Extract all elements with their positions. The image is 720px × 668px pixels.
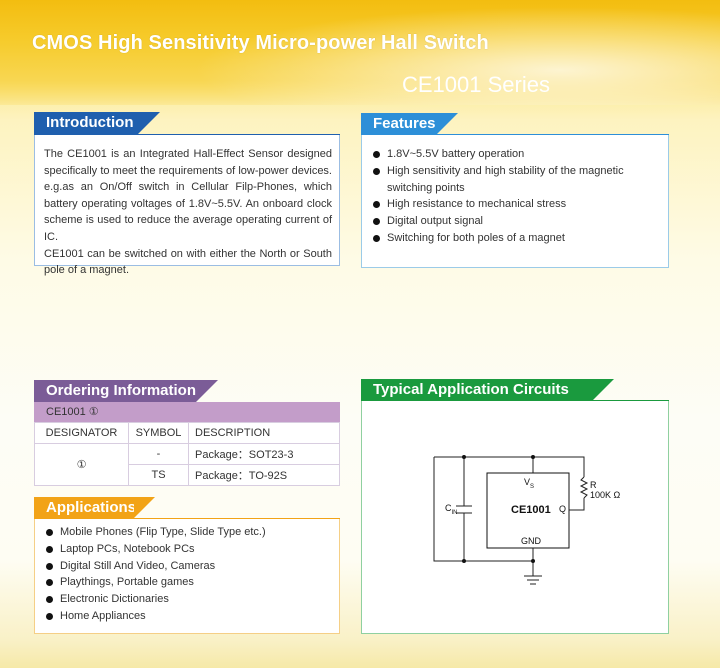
introduction-heading-label: Introduction: [46, 114, 134, 131]
circuit-heading-label: Typical Application Circuits: [373, 381, 569, 398]
list-item: Laptop PCs, Notebook PCs: [46, 541, 336, 558]
list-item: Home Appliances: [46, 608, 336, 625]
description-cell: Package：TO-92S: [188, 464, 340, 486]
junction-dot: [531, 559, 535, 563]
introduction-tab-slant: [138, 112, 160, 134]
vs-text: V: [524, 477, 531, 487]
circuit-tab-slant: [593, 379, 614, 400]
introduction-heading: Introduction: [34, 112, 138, 134]
applications-list: Mobile Phones (Flip Type, Slide Type etc…: [46, 524, 336, 625]
table-row: TS Package：TO-92S: [35, 464, 340, 486]
designator-cell: ①: [34, 443, 129, 486]
list-item: High sensitivity and high stability of t…: [373, 163, 663, 197]
introduction-paragraph: The CE1001 is an Integrated Hall-Effect …: [44, 148, 332, 243]
list-item: Playthings, Portable games: [46, 574, 336, 591]
features-list: 1.8V~5.5V battery operation High sensiti…: [373, 146, 663, 247]
applications-rule: [34, 518, 340, 519]
applications-panel: [34, 518, 340, 634]
list-item: Electronic Dictionaries: [46, 591, 336, 608]
resistor-symbol: [579, 476, 589, 499]
ordering-heading-label: Ordering Information: [46, 382, 196, 399]
list-item: Digital output signal: [373, 213, 663, 230]
column-header: DESIGNATOR: [34, 422, 129, 444]
introduction-paragraph: CE1001 can be switched on with either th…: [44, 247, 332, 277]
resistor-value: 100K Ω: [590, 490, 621, 500]
circuit-heading: Typical Application Circuits: [361, 379, 593, 400]
list-item: Mobile Phones (Flip Type, Slide Type etc…: [46, 524, 336, 541]
list-item: Digital Still And Video, Cameras: [46, 558, 336, 575]
page-title: CMOS High Sensitivity Micro-power Hall S…: [32, 32, 489, 54]
left-bus-wire: [433, 457, 533, 562]
header-banner: [0, 0, 720, 105]
q-wire: [569, 498, 585, 511]
cin-label: CIN: [445, 503, 458, 516]
features-heading: Features: [361, 113, 437, 134]
list-item: Switching for both poles of a magnet: [373, 230, 663, 247]
junction-dot: [462, 455, 466, 459]
applications-heading: Applications: [34, 497, 137, 518]
gnd-label: GND: [521, 536, 541, 546]
resistor-label: R: [590, 480, 597, 490]
table-row: ① - Package：SOT23-3: [34, 443, 340, 486]
cin-subscript: IN: [451, 509, 458, 516]
column-header: DESCRIPTION: [188, 422, 340, 444]
list-item: High resistance to mechanical stress: [373, 196, 663, 213]
symbol-cell: -: [128, 443, 189, 465]
symbol-cell: TS: [128, 464, 189, 486]
introduction-panel: [34, 134, 340, 266]
top-rail-wire: [434, 456, 585, 477]
circuit-panel: [361, 400, 669, 634]
ordering-heading: Ordering Information: [34, 380, 196, 402]
application-circuit-diagram: [433, 455, 589, 585]
junction-dot: [531, 455, 535, 459]
features-tab-slant: [437, 113, 458, 134]
circuit-rule: [361, 400, 669, 401]
features-heading-label: Features: [373, 115, 436, 132]
list-item: 1.8V~5.5V battery operation: [373, 146, 663, 163]
ordering-tab-slant: [196, 380, 218, 402]
table-row: DESIGNATOR SYMBOL DESCRIPTION: [34, 422, 340, 444]
introduction-rule: [34, 134, 340, 135]
ordering-part-number: CE1001 ①: [34, 402, 340, 422]
features-panel: [361, 134, 669, 268]
vs-label: VS: [524, 477, 534, 490]
column-header: SYMBOL: [128, 422, 189, 444]
junction-dot: [462, 559, 466, 563]
vs-subscript: S: [530, 483, 535, 490]
applications-heading-label: Applications: [46, 499, 137, 516]
cin-text: C: [445, 503, 452, 513]
description-cell: Package：SOT23-3: [188, 443, 340, 465]
chip-label: CE1001: [511, 504, 551, 516]
series-title: CE1001 Series: [402, 72, 550, 97]
applications-tab-slant: [134, 497, 155, 518]
q-label: Q: [559, 504, 567, 514]
ordering-table: DESIGNATOR SYMBOL DESCRIPTION ① - Packag…: [34, 422, 340, 486]
features-rule: [361, 134, 669, 135]
introduction-text: The CE1001 is an Integrated Hall-Effect …: [44, 146, 332, 279]
